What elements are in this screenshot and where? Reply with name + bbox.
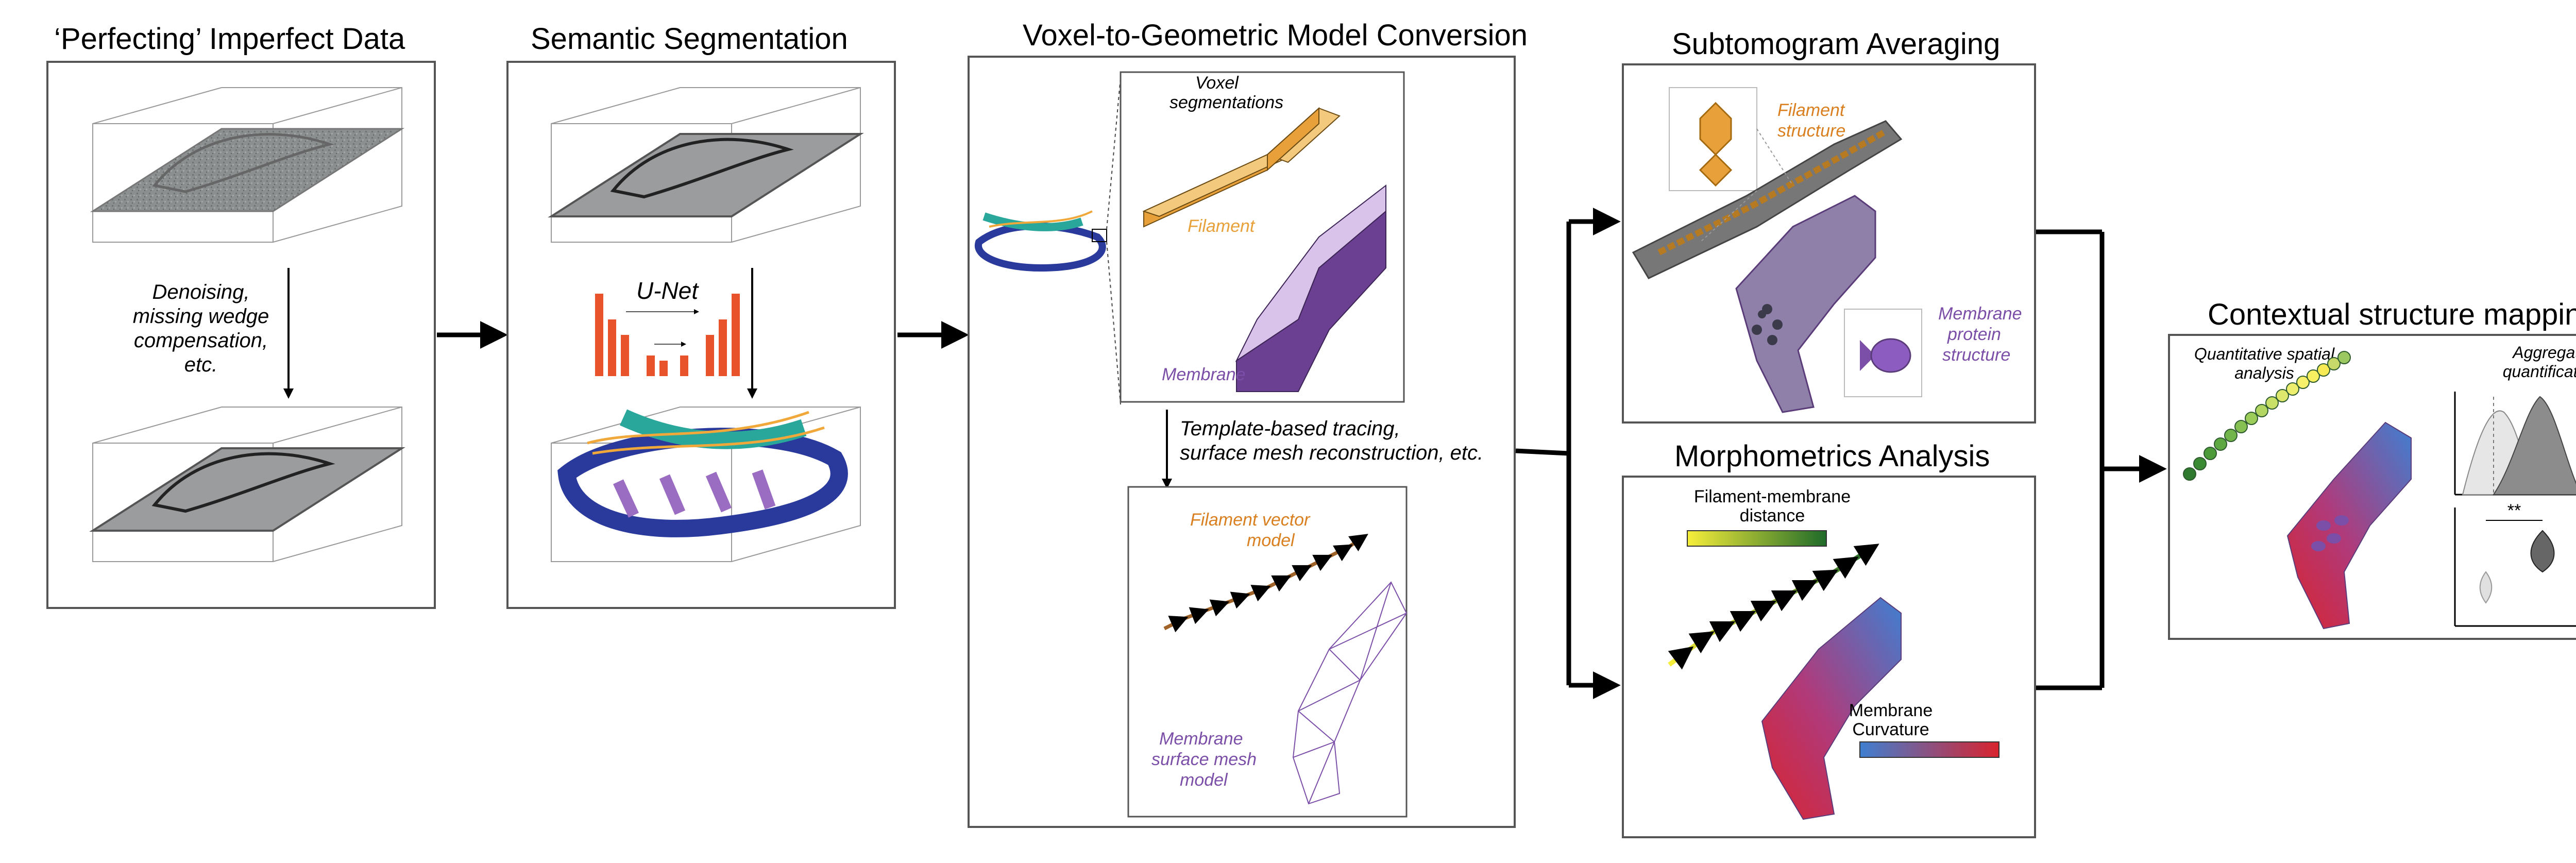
zoom-lines bbox=[1700, 128, 1793, 243]
protein-structure-label: Membrane protein structure bbox=[1938, 304, 2022, 365]
denoising-text: Denoising, missing wedge compensation, e… bbox=[133, 281, 269, 376]
distance-vectors bbox=[1668, 544, 1879, 670]
membrane-map bbox=[1735, 195, 1876, 413]
membrane-particles bbox=[1752, 304, 1783, 345]
text-line: surface mesh bbox=[1151, 750, 1257, 769]
spatial-label: analysis bbox=[2234, 364, 2294, 382]
distance-label: distance bbox=[1740, 506, 1805, 526]
merge-arrows bbox=[2036, 229, 2167, 690]
filament-structure-label: Filament bbox=[1777, 100, 1845, 120]
mapped-proteins bbox=[2311, 515, 2349, 551]
panel-title: Semantic Segmentation bbox=[531, 22, 848, 56]
voxel-label: Voxel bbox=[1195, 73, 1239, 93]
curvature-colorbar bbox=[1859, 741, 1999, 758]
aggregate-label: Aggregated bbox=[2512, 343, 2576, 362]
mitochondrion-outline bbox=[610, 138, 794, 199]
significance-marker: ** bbox=[2507, 501, 2521, 520]
protein-structure-stem bbox=[1860, 340, 1875, 371]
text-line: etc. bbox=[184, 353, 217, 376]
zoom-box bbox=[1092, 229, 1107, 242]
panel-title: Morphometrics Analysis bbox=[1674, 439, 1990, 473]
protein-structure-box bbox=[1844, 309, 1922, 397]
panel-contextual: Contextual structure mapping Quantitativ… bbox=[2168, 298, 2576, 640]
mitochondrion-outline-clean bbox=[151, 452, 335, 513]
panel-morphometrics: Morphometrics Analysis Filament-membrane… bbox=[1622, 439, 2036, 838]
membrane-mesh bbox=[1292, 581, 1408, 805]
filament-segmentation-teal bbox=[619, 409, 807, 449]
mitochondrion-outline bbox=[152, 133, 334, 193]
filament-structure bbox=[1699, 101, 1733, 187]
panel-conversion: Voxel-to-Geometric Model Conversion Voxe… bbox=[968, 19, 1528, 828]
vector-label: model bbox=[1247, 531, 1295, 550]
aggregate-label: quantifications bbox=[2503, 362, 2576, 381]
zoom-line bbox=[1106, 241, 1121, 405]
panel-averaging: Subtomogram Averaging Filament structure… bbox=[1622, 27, 2036, 424]
density-group-b bbox=[2493, 396, 2576, 495]
step-text: surface mesh reconstruction, etc. bbox=[1180, 442, 1483, 464]
voxel-label: segmentations bbox=[1170, 93, 1283, 112]
mesh-label: Membrane surface mesh model bbox=[1151, 729, 1257, 790]
text-line: Membrane bbox=[1938, 304, 2022, 324]
filament-segmentation-orange bbox=[587, 411, 825, 455]
step-text: Template-based tracing, bbox=[1180, 417, 1400, 440]
unet-bars bbox=[595, 294, 740, 376]
text-line: compensation, bbox=[134, 329, 268, 352]
branch-arrows bbox=[1515, 208, 1621, 699]
vector-label: Filament vector bbox=[1190, 510, 1311, 530]
panel-segmentation: Semantic Segmentation U-Net bbox=[506, 22, 896, 609]
mini-filament-teal bbox=[982, 212, 1083, 231]
membrane-voxels bbox=[1235, 184, 1386, 392]
distance-label: Filament-membrane bbox=[1694, 487, 1851, 506]
panel-title: Subtomogram Averaging bbox=[1672, 27, 2000, 61]
panel-imperfect-data: ‘Perfecting’ Imperfect Data Denoising, m… bbox=[46, 22, 436, 609]
text-line: Membrane bbox=[1159, 729, 1243, 749]
filament-vectors bbox=[1163, 534, 1368, 633]
violin-plot: ** bbox=[2454, 501, 2576, 627]
panel-title: Voxel-to-Geometric Model Conversion bbox=[1023, 19, 1528, 52]
mapped-membrane bbox=[2286, 421, 2412, 630]
unet-label: U-Net bbox=[636, 277, 699, 304]
text-line: model bbox=[1180, 770, 1228, 790]
text-line: Denoising, bbox=[152, 281, 249, 303]
curvature-label: Curvature bbox=[1852, 720, 1929, 739]
mini-filament-orange bbox=[989, 210, 1093, 228]
text-line: structure bbox=[1942, 345, 2010, 365]
density-plot bbox=[2454, 392, 2576, 496]
filament-label: Filament bbox=[1188, 216, 1256, 236]
filament-structure-box bbox=[1669, 87, 1757, 191]
filament-voxels bbox=[1142, 107, 1341, 228]
panel-title: Contextual structure mapping bbox=[2208, 298, 2576, 331]
violin-group-b bbox=[2530, 530, 2555, 573]
violin-group-a bbox=[2479, 571, 2493, 604]
text-line: missing wedge bbox=[133, 305, 269, 328]
filament-structure-label: structure bbox=[1777, 121, 1845, 141]
filament-particles bbox=[1657, 128, 1887, 256]
spatial-label: Quantitative spatial bbox=[2194, 345, 2335, 363]
filament-beads bbox=[2183, 351, 2351, 481]
distance-colorbar bbox=[1687, 530, 1827, 547]
panel-title: ‘Perfecting’ Imperfect Data bbox=[54, 22, 405, 56]
curvature-label: Membrane bbox=[1849, 701, 1933, 720]
curvature-mesh bbox=[1761, 597, 1902, 820]
zoom-line bbox=[1106, 77, 1121, 230]
cristae-segmentation bbox=[613, 469, 776, 518]
protein-structure bbox=[1870, 338, 1911, 373]
text-line: protein bbox=[1947, 325, 2001, 344]
membrane-label: Membrane bbox=[1162, 365, 1246, 384]
